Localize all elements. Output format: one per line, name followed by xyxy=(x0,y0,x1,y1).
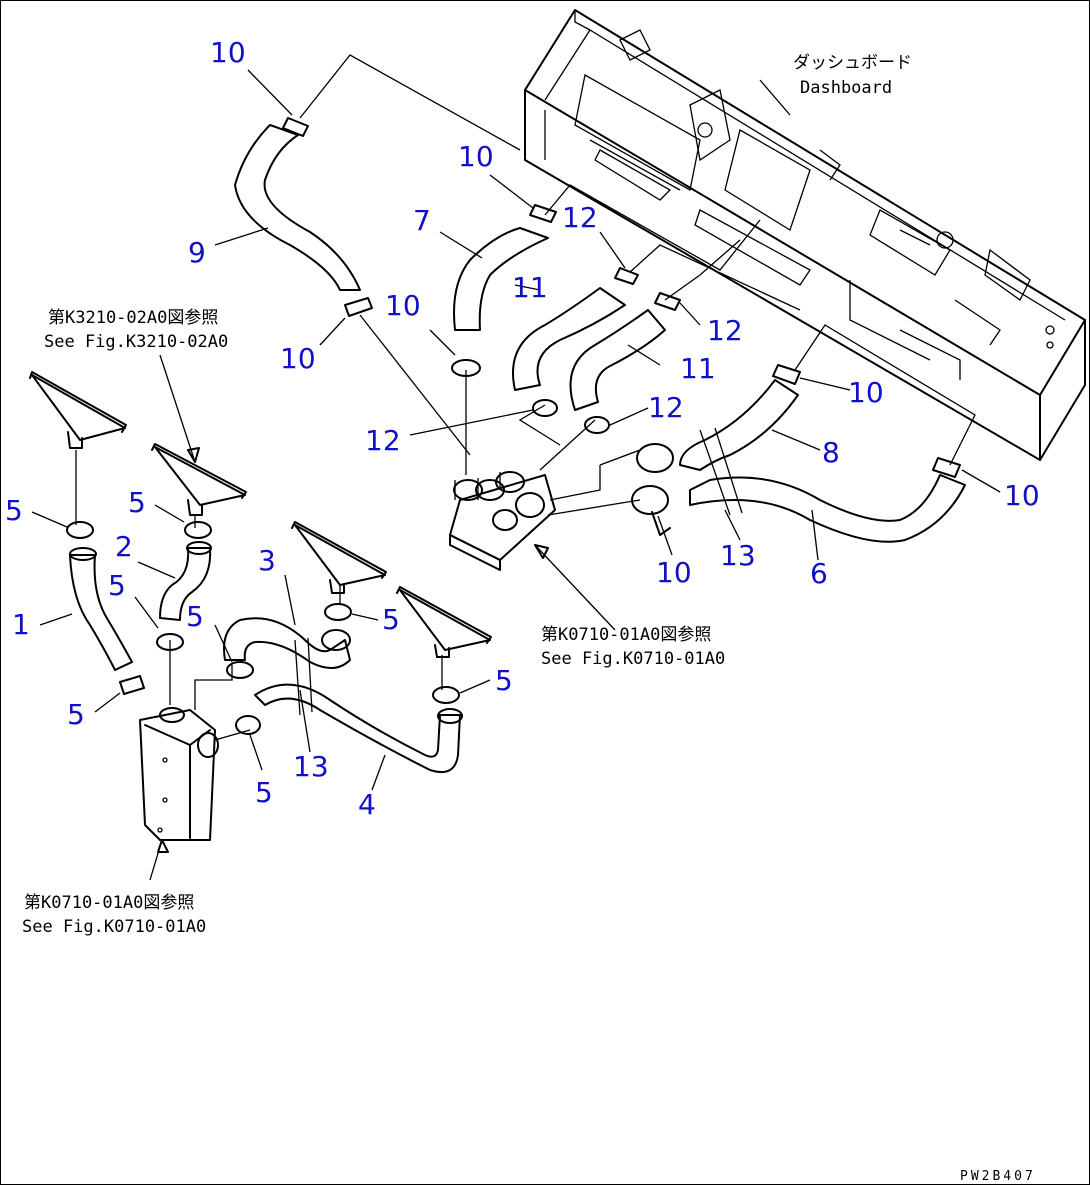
callout-13: 13 xyxy=(293,750,329,783)
clamp-5-h xyxy=(119,675,145,695)
clamp-5-e xyxy=(324,603,352,621)
callout-5: 5 xyxy=(495,664,513,697)
callout-10: 10 xyxy=(848,376,884,409)
callout-5: 5 xyxy=(108,569,126,602)
hose-11-right xyxy=(569,309,666,411)
callout-5: 5 xyxy=(382,603,400,636)
callout-12: 12 xyxy=(365,424,401,457)
heater-unit xyxy=(449,471,556,571)
clamp-12-left xyxy=(532,399,558,417)
vent-center-right xyxy=(291,521,387,594)
callout-6: 6 xyxy=(810,557,828,590)
hose-9 xyxy=(234,124,361,291)
ref-k0710-left-en: See Fig.K0710-01A0 xyxy=(22,917,206,937)
callout-5: 5 xyxy=(186,600,204,633)
clamp-5-b xyxy=(184,521,212,539)
callout-4: 4 xyxy=(358,788,376,821)
callout-12: 12 xyxy=(707,314,743,347)
clamp-12-right xyxy=(584,416,610,434)
ref-k0710-right-jp: 第K0710-01A0図参照 xyxy=(541,625,711,645)
clamp-10-hose9-bottom xyxy=(344,297,373,317)
callout-9: 9 xyxy=(188,236,206,269)
tie-13-right xyxy=(699,429,731,516)
callout-10: 10 xyxy=(385,289,421,322)
callout-1: 1 xyxy=(12,608,30,641)
clamp-12-upper-left xyxy=(614,267,639,285)
callout-11: 11 xyxy=(512,271,548,304)
callout-10: 10 xyxy=(210,36,246,69)
clamp-10-hose7 xyxy=(529,204,557,223)
clamp-10-center xyxy=(451,359,481,377)
clamp-5-f xyxy=(432,686,460,704)
callout-13: 13 xyxy=(720,539,756,572)
callout-10: 10 xyxy=(280,342,316,375)
callout-10: 10 xyxy=(656,556,692,589)
callout-3: 3 xyxy=(258,544,276,577)
callout-leaders xyxy=(31,69,1001,791)
callout-12: 12 xyxy=(648,391,684,424)
clamp-10-hose6 xyxy=(932,457,961,478)
callout-5: 5 xyxy=(255,776,273,809)
dashboard-label-en: Dashboard xyxy=(800,78,892,98)
callout-12: 12 xyxy=(562,201,598,234)
clamp-5-a xyxy=(66,521,94,539)
callout-2: 2 xyxy=(115,530,133,563)
hose-7 xyxy=(453,227,549,331)
clamp-5-d xyxy=(226,661,254,679)
callout-8: 8 xyxy=(822,436,840,469)
clamp-10-top xyxy=(282,117,309,137)
ref-k3210-en: See Fig.K3210-02A0 xyxy=(44,332,228,352)
callout-5: 5 xyxy=(67,698,85,731)
clamp-5-g xyxy=(235,715,261,735)
collar-lower xyxy=(631,485,669,515)
dashboard-frame xyxy=(524,9,1086,461)
collar-upper xyxy=(636,443,674,473)
callout-7: 7 xyxy=(413,204,431,237)
drawing-code: PW2B407 xyxy=(960,1169,1036,1184)
clamp-5-c xyxy=(156,633,184,651)
vent-right xyxy=(396,586,492,658)
hose-8 xyxy=(679,379,799,471)
tie-13-left xyxy=(294,639,301,716)
vent-center-left xyxy=(151,443,247,516)
callout-11: 11 xyxy=(680,352,716,385)
clamp-12-upper-right xyxy=(654,292,681,311)
distributor-box xyxy=(139,707,219,841)
hose-6 xyxy=(689,474,966,543)
callout-10: 10 xyxy=(1004,479,1040,512)
callout-5: 5 xyxy=(5,494,23,527)
ref-k0710-left-jp: 第K0710-01A0図参照 xyxy=(24,893,194,913)
hose-2 xyxy=(159,547,212,621)
hose-4 xyxy=(254,683,461,774)
ref-k3210-jp: 第K3210-02A0図参照 xyxy=(48,308,218,328)
clamp-10-hose8 xyxy=(772,364,801,385)
callout-10: 10 xyxy=(458,140,494,173)
hose-11-left xyxy=(512,287,626,391)
ref-k0710-right-en: See Fig.K0710-01A0 xyxy=(541,649,725,669)
callout-5: 5 xyxy=(128,486,146,519)
vent-left xyxy=(29,371,127,449)
dashboard-label-jp: ダッシュボード xyxy=(793,53,912,73)
hose-1 xyxy=(69,554,133,671)
hose-3 xyxy=(223,617,351,669)
